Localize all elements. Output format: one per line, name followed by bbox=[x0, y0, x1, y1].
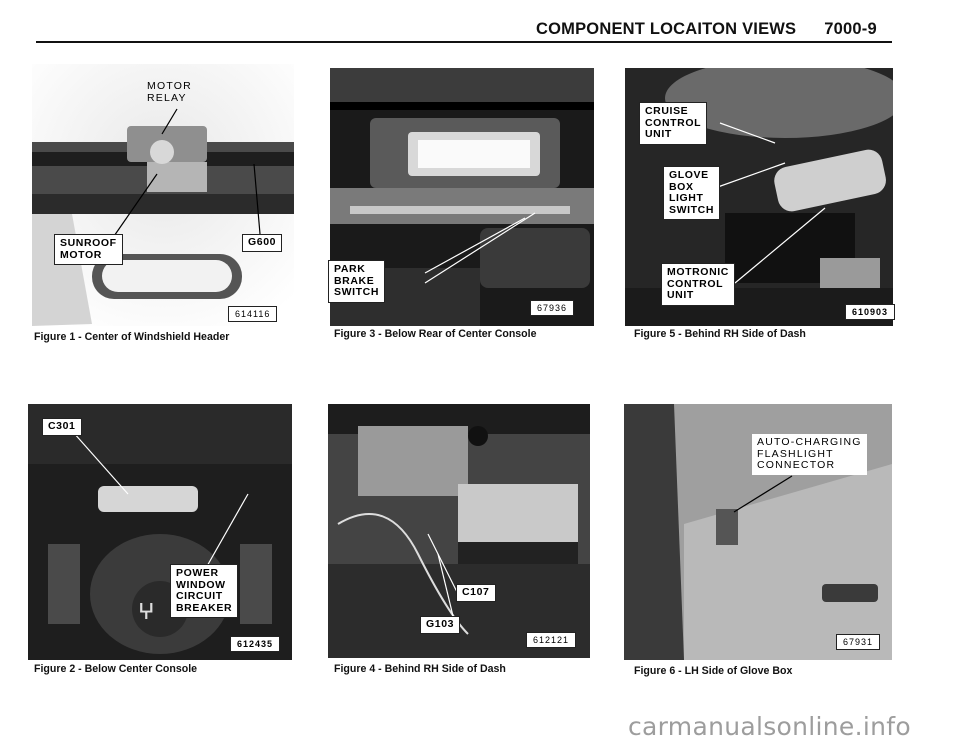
figure-1-photo bbox=[32, 64, 294, 326]
page-header: COMPONENT LOCAITON VIEWS 7000-9 bbox=[536, 20, 877, 39]
figure-6: AUTO-CHARGING FLASHLIGHT CONNECTOR 67931 bbox=[624, 404, 892, 660]
figure-1: MOTOR RELAY SUNROOF MOTOR G600 614116 bbox=[32, 64, 294, 326]
label-g600: G600 bbox=[242, 234, 283, 252]
figure-2-photo: ⵖ bbox=[28, 404, 292, 660]
figure-4-caption: Figure 4 - Behind RH Side of Dash bbox=[334, 663, 506, 675]
label-glove-box-light-switch: GLOVE BOX LIGHT SWITCH bbox=[663, 166, 721, 220]
svg-text:ⵖ: ⵖ bbox=[138, 600, 155, 625]
figure-2: ⵖ C301 POWER WINDOW CIRCUIT BREAKER 6124… bbox=[28, 404, 292, 660]
figure-4-photo bbox=[328, 404, 590, 658]
header-rule bbox=[36, 41, 892, 43]
page-number: 7000-9 bbox=[824, 20, 877, 38]
figure-3-caption: Figure 3 - Below Rear of Center Console bbox=[334, 328, 537, 340]
page-title: COMPONENT LOCAITON VIEWS bbox=[536, 20, 797, 38]
label-c107: C107 bbox=[456, 584, 496, 602]
figure-4: C107 G103 612121 bbox=[328, 404, 590, 658]
label-cruise-control-unit: CRUISE CONTROL UNIT bbox=[639, 102, 708, 145]
label-motronic-control-unit: MOTRONIC CONTROL UNIT bbox=[661, 263, 735, 306]
figure-3: PARK BRAKE SWITCH 67936 bbox=[328, 68, 594, 326]
label-motor-relay: MOTOR RELAY bbox=[147, 80, 192, 104]
label-power-window-circuit-breaker: POWER WINDOW CIRCUIT BREAKER bbox=[170, 564, 239, 618]
label-sunroof-motor: SUNROOF MOTOR bbox=[54, 234, 123, 265]
figure-1-caption: Figure 1 - Center of Windshield Header bbox=[34, 331, 230, 343]
figure-4-photo-id: 612121 bbox=[526, 632, 577, 648]
label-c301: C301 bbox=[42, 418, 82, 436]
figure-5-caption: Figure 5 - Behind RH Side of Dash bbox=[634, 328, 806, 340]
figure-6-caption: Figure 6 - LH Side of Glove Box bbox=[634, 665, 793, 677]
figure-2-caption: Figure 2 - Below Center Console bbox=[34, 663, 198, 675]
figure-1-photo-id: 614116 bbox=[228, 306, 278, 322]
figure-6-photo-id: 67931 bbox=[836, 634, 881, 650]
figure-5: CRUISE CONTROL UNIT GLOVE BOX LIGHT SWIT… bbox=[625, 68, 896, 326]
figure-3-photo-id: 67936 bbox=[530, 300, 575, 316]
label-auto-charging-flashlight-connector: AUTO-CHARGING FLASHLIGHT CONNECTOR bbox=[752, 434, 867, 475]
figure-5-photo-id: 610903 bbox=[845, 304, 896, 320]
label-g103: G103 bbox=[420, 616, 461, 634]
watermark: carmanualsonline.info bbox=[628, 712, 911, 741]
figure-2-photo-id: 612435 bbox=[230, 636, 281, 652]
label-park-brake-switch: PARK BRAKE SWITCH bbox=[328, 260, 386, 303]
